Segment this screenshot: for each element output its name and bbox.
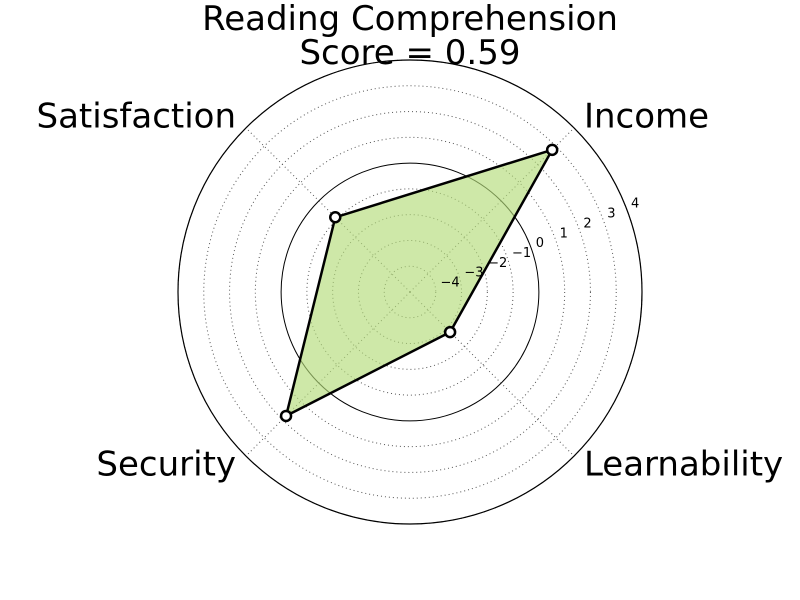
- radial-tick-label: 0: [536, 236, 544, 251]
- axis-label: Security: [96, 444, 236, 484]
- radial-tick-label: −4: [441, 276, 460, 291]
- grid-circle: [332, 214, 488, 370]
- radial-tick-labels: −4 −3 −2 −1 0 12 3 4: [441, 197, 640, 291]
- outer-circle: [177, 59, 643, 525]
- axis-label: Income: [584, 97, 709, 137]
- data-polygon: [284, 148, 554, 418]
- data-point: [443, 325, 457, 339]
- data-point: [545, 143, 559, 157]
- radial-tick-label: 2: [583, 216, 591, 231]
- radial-tick-label: 3: [607, 207, 615, 222]
- zero-circle: [280, 162, 540, 422]
- data-point: [279, 409, 293, 423]
- radial-tick-label: 1: [560, 226, 568, 241]
- grid-circle: [203, 85, 617, 499]
- grid-circle: [306, 188, 514, 396]
- chart-subtitle: Score = 0.59: [299, 33, 520, 73]
- radial-tick-label: 4: [631, 197, 639, 212]
- radial-tick-label: −1: [512, 246, 531, 261]
- radial-tick-label: −3: [464, 266, 483, 281]
- radial-spoke: [245, 127, 411, 293]
- axis-label: Learnability: [584, 444, 783, 484]
- grid-circle: [254, 136, 566, 448]
- radial-tick-label: −2: [488, 256, 507, 271]
- radial-spoke: [409, 291, 575, 457]
- data-point: [329, 211, 342, 224]
- chart-title: Reading Comprehension: [202, 0, 618, 39]
- grid-circle: [229, 111, 591, 473]
- axis-label: Satisfaction: [37, 97, 237, 137]
- radar-data: [279, 143, 559, 423]
